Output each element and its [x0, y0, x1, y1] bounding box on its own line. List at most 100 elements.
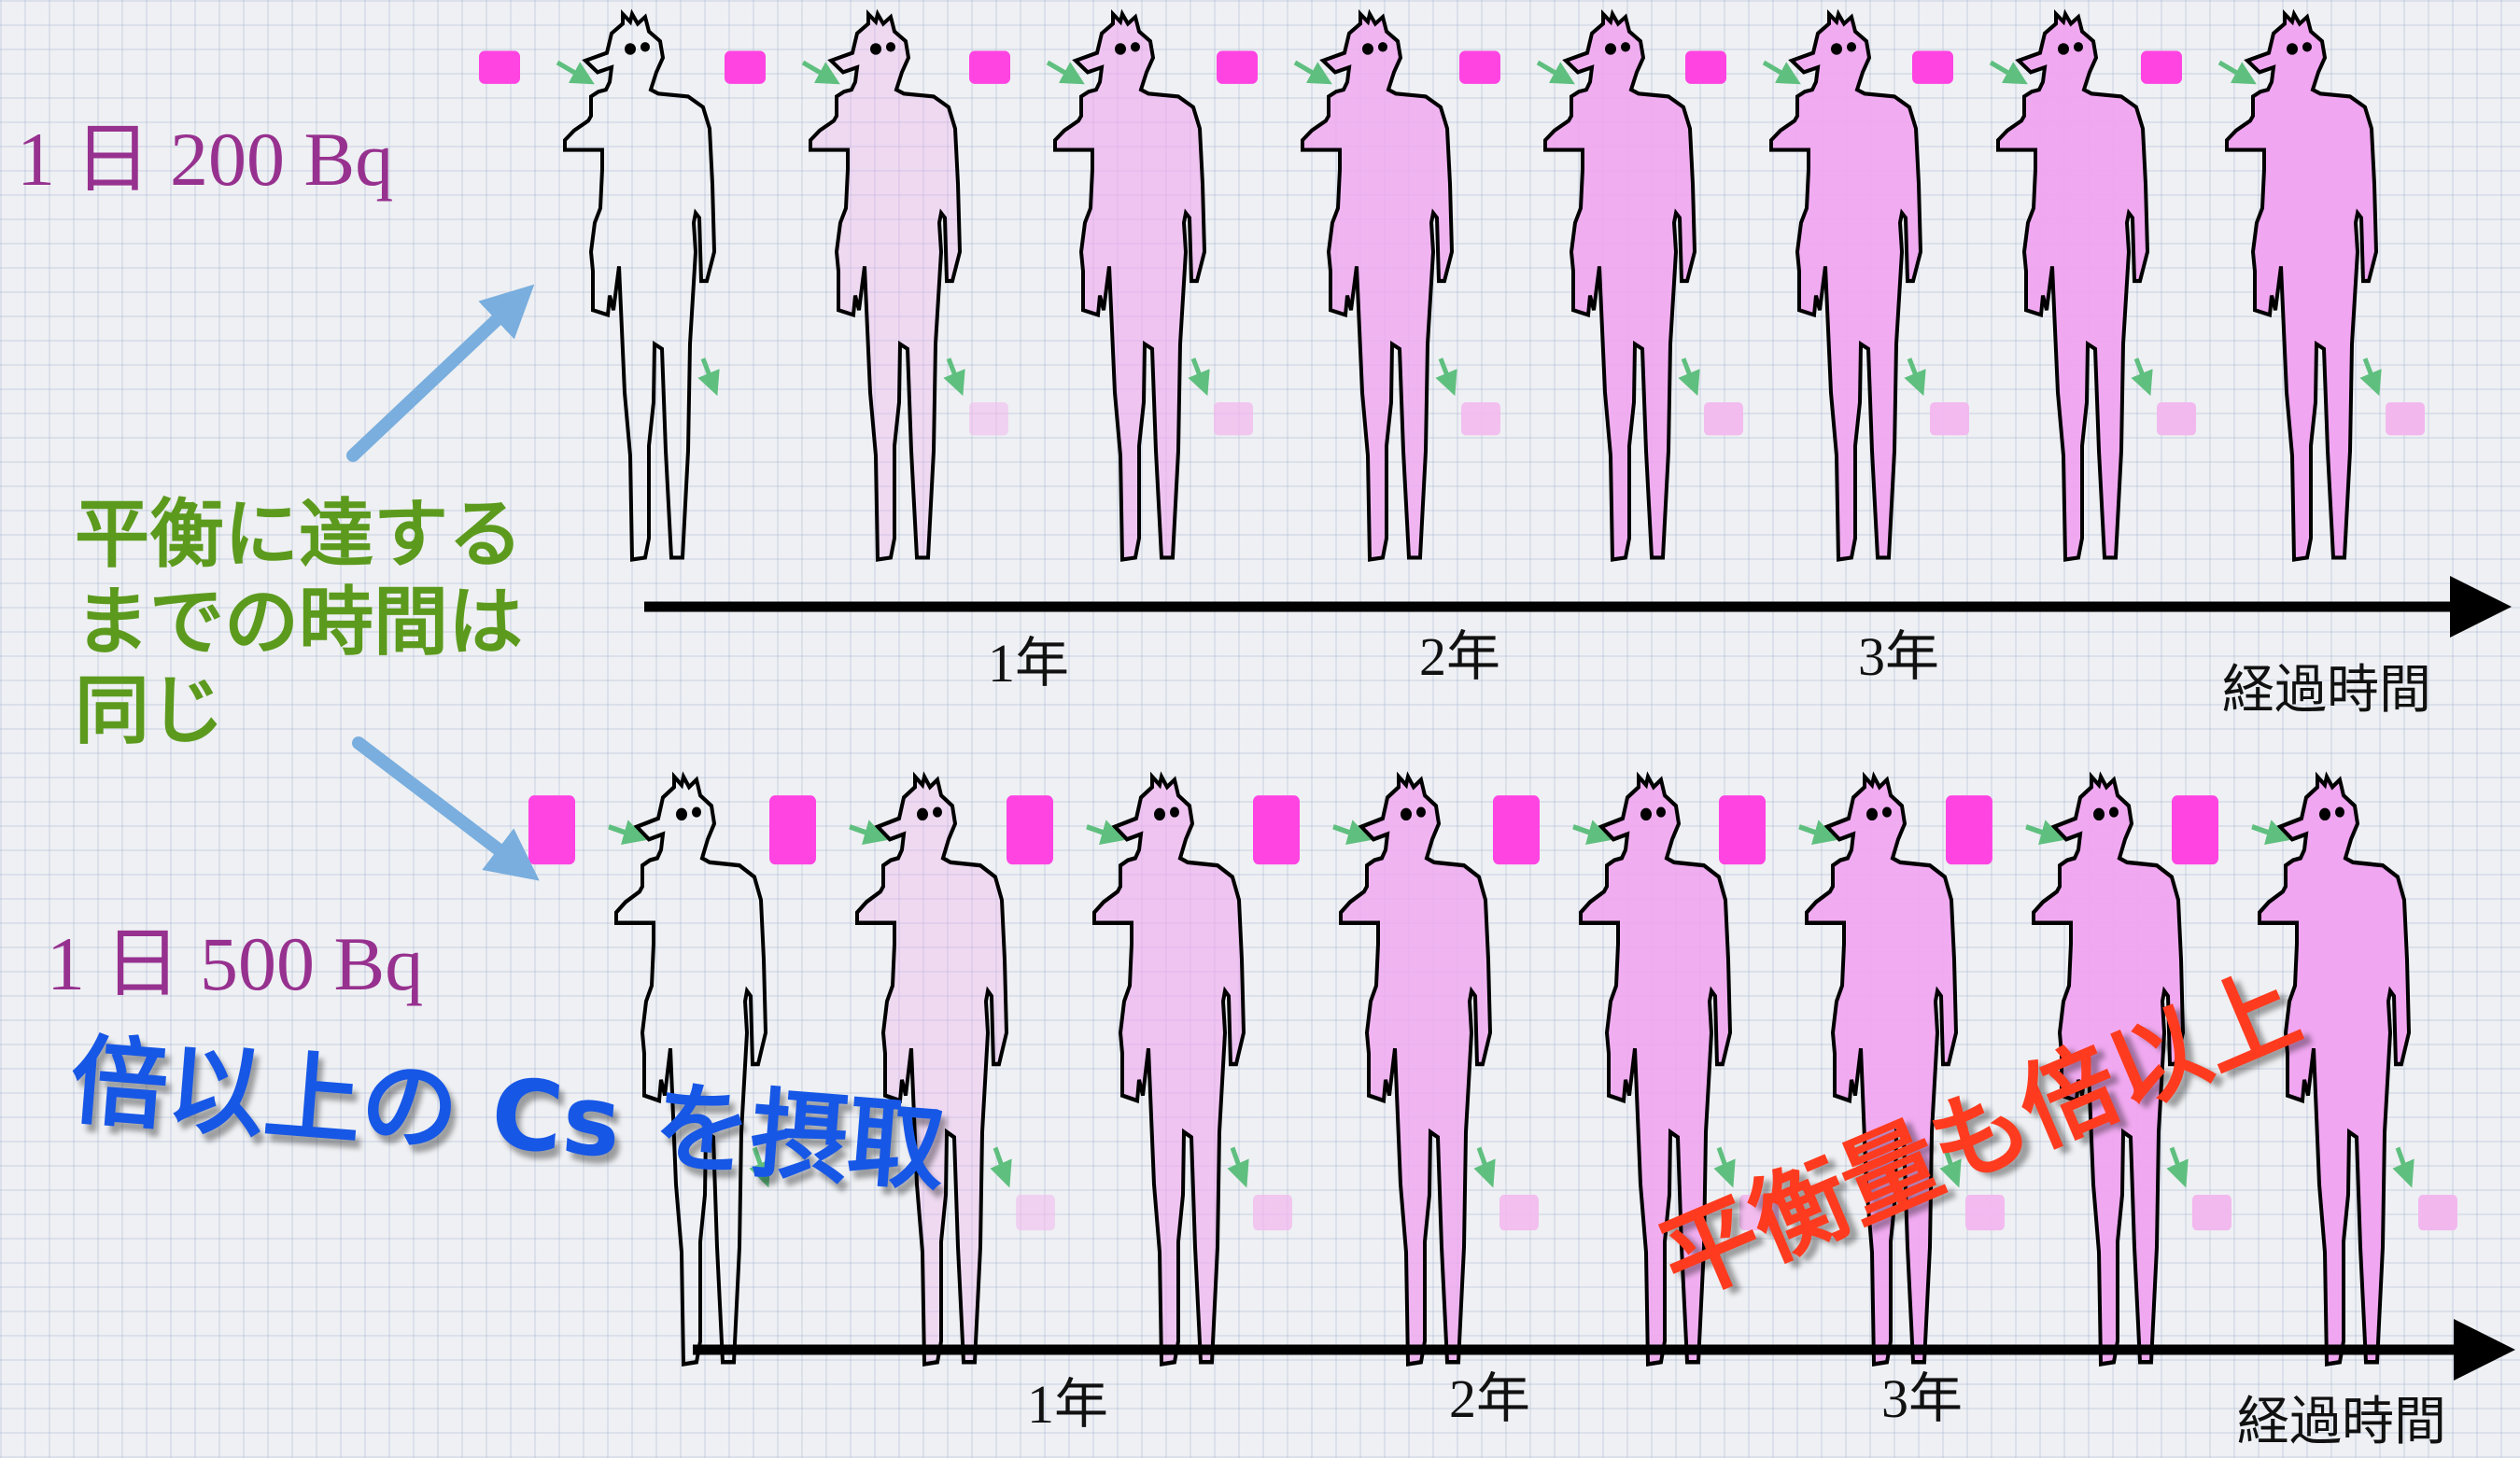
person-eye [1882, 806, 1892, 818]
intake-arrow [1989, 60, 2028, 85]
excretion-arrow [1435, 357, 1457, 397]
excretion-arrow [2131, 357, 2153, 397]
excretion-block [1499, 1195, 1539, 1231]
intake-arrow [1293, 60, 1332, 85]
intake-block [1719, 795, 1766, 865]
person-eye [870, 43, 881, 55]
person-figure [2172, 777, 2457, 1364]
excretion-arrow [749, 1146, 771, 1188]
intake-block [2141, 50, 2182, 84]
person-figure [725, 14, 1008, 559]
person-figure [1685, 14, 1969, 559]
person-figure [1459, 14, 1743, 559]
intake-block [528, 795, 575, 865]
excretion-arrow [1678, 357, 1700, 397]
intake-block [1493, 795, 1540, 865]
person-figure [1007, 777, 1292, 1364]
person-eye [1866, 807, 1878, 821]
intake-arrow [1762, 60, 1801, 85]
person-eye [2287, 43, 2298, 55]
side-note-line-1: 平衡に達する [75, 491, 523, 578]
excretion-arrow [1904, 357, 1926, 397]
intake-arrow [1086, 820, 1125, 845]
person-figure [1217, 14, 1500, 559]
person-body [565, 14, 714, 559]
tick-label-3y-top: 3年 [1858, 626, 1940, 687]
person-figure [1253, 777, 1539, 1364]
excretion-block [1965, 1195, 2005, 1231]
intake-block [769, 795, 816, 865]
intake-arrow [608, 820, 647, 845]
person-body [1094, 777, 1244, 1364]
intake-arrow [2251, 820, 2290, 845]
rate-label-500: 1 日 500 Bq [47, 921, 424, 1006]
person-eye [1605, 43, 1616, 55]
person-eye [692, 806, 701, 818]
tick-label-3y-bottom: 3年 [1881, 1368, 1964, 1429]
person-eye [2319, 807, 2330, 821]
person-body [1545, 14, 1695, 559]
person-figure [969, 14, 1253, 559]
excretion-arrow [1713, 1146, 1736, 1188]
intake-block [1946, 795, 1992, 865]
person-eye [2093, 807, 2105, 821]
excretion-block [1704, 402, 1743, 436]
intake-arrow [1046, 60, 1085, 85]
person-body [2260, 777, 2409, 1364]
excretion-block [1214, 402, 1253, 436]
person-body [1807, 777, 1956, 1364]
person-figure [1912, 14, 2196, 559]
pointer-arrow-up [346, 284, 535, 462]
person-figure [2141, 14, 2425, 559]
excretion-block [775, 1195, 814, 1230]
person-figure [769, 777, 1055, 1364]
excretion-block [1461, 402, 1500, 436]
person-eye [1378, 42, 1387, 52]
excretion-arrow [990, 1146, 1012, 1188]
axis-label-top: 経過時間 [2222, 662, 2431, 720]
excretion-arrow [697, 357, 720, 397]
excretion-block [1253, 1195, 1292, 1231]
row-500bq [528, 777, 2457, 1364]
person-eye [2335, 806, 2344, 818]
excretion-arrow [2166, 1146, 2189, 1188]
person-eye [1831, 43, 1842, 55]
person-eye [1131, 42, 1140, 52]
intake-block [1217, 50, 1258, 84]
tick-label-2y-top: 2年 [1419, 626, 1501, 687]
intake-arrow [1536, 60, 1575, 85]
row-200bq [479, 14, 2425, 559]
person-eye [1401, 807, 1412, 821]
excretion-block [2192, 1195, 2231, 1231]
intake-block [1685, 50, 1726, 84]
excretion-arrow [1188, 357, 1210, 397]
intake-arrow [801, 60, 840, 85]
person-figure [1946, 777, 2231, 1364]
excretion-block [1739, 1195, 1779, 1231]
excretion-arrow [2392, 1146, 2414, 1188]
intake-arrow [1572, 820, 1612, 845]
excretion-arrow [1227, 1146, 1249, 1188]
person-body [1341, 777, 1490, 1364]
excretion-block [2418, 1195, 2457, 1231]
person-body [810, 14, 960, 559]
excretion-block [2386, 402, 2425, 436]
intake-arrow [556, 60, 595, 85]
side-note: 平衡に達する までの時間は 同じ [75, 491, 523, 755]
person-eye [1416, 806, 1426, 818]
person-eye [1847, 42, 1856, 52]
intake-arrow [849, 820, 888, 845]
intake-block [1459, 50, 1500, 84]
intake-arrow [2217, 60, 2257, 85]
person-eye [1621, 42, 1630, 52]
excretion-block [1016, 1195, 1055, 1231]
person-body [1302, 14, 1452, 559]
person-eye [886, 42, 895, 52]
person-eye [2058, 43, 2069, 55]
person-eye [1154, 807, 1165, 821]
excretion-block [1930, 402, 1969, 436]
pointer-arrow-down [352, 736, 540, 881]
tick-label-1y-bottom: 1年 [1027, 1374, 1109, 1435]
person-eye [1115, 43, 1126, 55]
tick-label-2y-bottom: 2年 [1449, 1368, 1531, 1429]
